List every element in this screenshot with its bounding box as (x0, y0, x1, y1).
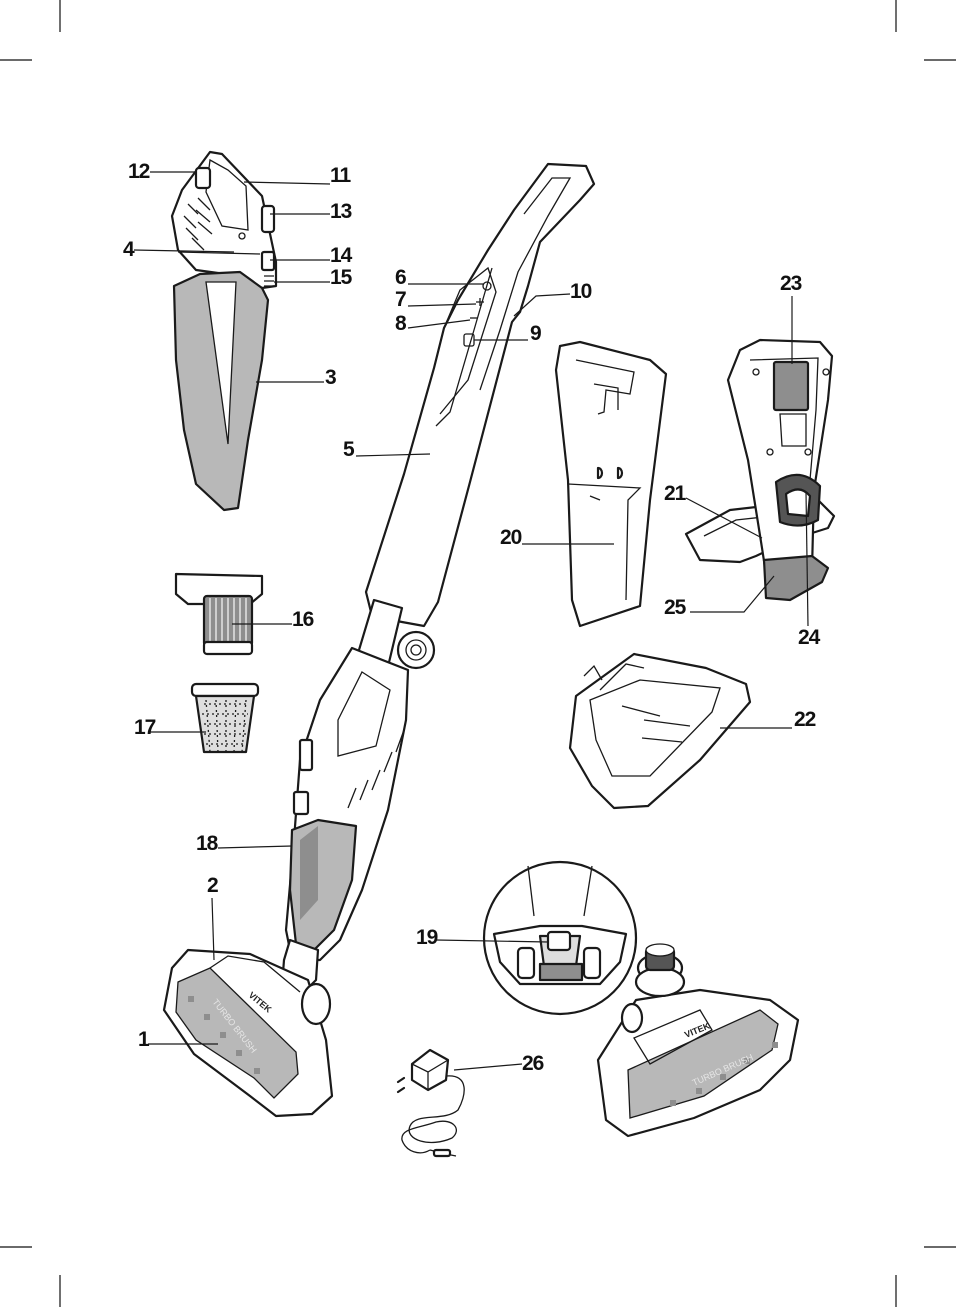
callout-13: 13 (330, 200, 352, 223)
callout-16: 16 (292, 608, 314, 631)
crevice-nozzle (554, 340, 668, 628)
stick-vacuum: VITEK TURBO BRUSH (162, 162, 596, 1118)
callout-3: 3 (325, 366, 336, 389)
callout-6: 6 (395, 266, 406, 289)
callout-17: 17 (134, 716, 156, 739)
mesh-filter (190, 682, 260, 754)
leader-lines (133, 171, 809, 1071)
callout-18: 18 (196, 832, 219, 855)
callout-15: 15 (330, 266, 353, 289)
callout-5: 5 (343, 438, 355, 461)
callout-labels: 12 11 13 4 14 15 3 6 7 8 9 10 5 16 17 18… (123, 160, 822, 1075)
callout-21: 21 (664, 482, 687, 505)
callout-19: 19 (416, 926, 438, 949)
callout-10: 10 (570, 280, 592, 303)
callout-24: 24 (798, 626, 821, 649)
callout-4: 4 (123, 238, 135, 261)
callout-7: 7 (395, 288, 406, 311)
callout-12: 12 (128, 160, 150, 183)
callout-22: 22 (794, 708, 816, 731)
brush-neck-detail (482, 860, 638, 1016)
callout-26: 26 (522, 1052, 544, 1075)
callout-8: 8 (395, 312, 407, 335)
charging-stand (684, 338, 836, 602)
upholstery-nozzle (568, 652, 752, 810)
turbo-brush-detached: VITEK TURBO BRUSH (596, 943, 800, 1138)
hepa-filter (174, 572, 264, 656)
callout-20: 20 (500, 526, 522, 549)
callout-9: 9 (530, 322, 541, 345)
handheld-vacuum-unit (170, 150, 278, 512)
callout-14: 14 (330, 244, 353, 267)
callout-25: 25 (664, 596, 687, 619)
power-adapter (396, 1048, 465, 1158)
callout-1: 1 (138, 1028, 150, 1051)
callout-2: 2 (207, 874, 218, 897)
callout-11: 11 (330, 164, 352, 187)
callout-23: 23 (780, 272, 802, 295)
